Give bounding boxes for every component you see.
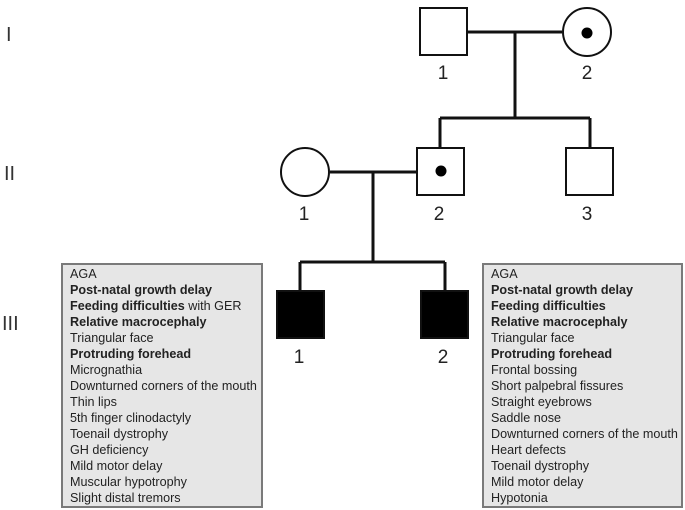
phenotype-item-text: Frontal bossing	[491, 363, 578, 377]
phenotype-item: Post-natal growth delay	[491, 282, 675, 298]
phenotype-item-text: AGA	[70, 267, 97, 281]
phenotype-item-text: Hypotonia	[491, 491, 548, 505]
phenotype-item: Downturned corners of the mouth	[491, 426, 678, 442]
phenotype-item: GH deficiency	[70, 442, 255, 458]
individual-label-I1: 1	[438, 63, 449, 84]
phenotype-item-text: Thin lips	[70, 395, 117, 409]
phenotype-item-text: GH deficiency	[70, 443, 149, 457]
female-symbol-II1	[280, 147, 330, 197]
phenotype-item-text: Muscular hypotrophy	[70, 475, 187, 489]
phenotype-item: Muscular hypotrophy	[70, 474, 255, 490]
affected-male-symbol-III2	[420, 290, 469, 339]
phenotype-item: Protruding forehead	[70, 346, 255, 362]
phenotype-item: Thin lips	[70, 394, 255, 410]
phenotype-item: Straight eyebrows	[491, 394, 675, 410]
carrier-dot-II2	[435, 165, 447, 177]
phenotype-item: Post-natal growth delay	[70, 282, 255, 298]
phenotype-item-text: Toenail dystrophy	[491, 459, 590, 473]
phenotype-item: Toenail dystrophy	[70, 426, 255, 442]
male-symbol-I1	[419, 7, 468, 56]
phenotype-item: Frontal bossing	[491, 362, 675, 378]
pedigree-lines	[298, 30, 592, 291]
phenotype-item: Heart defects	[491, 442, 675, 458]
phenotype-item: Slight distal tremors	[70, 490, 255, 506]
phenotype-item: Mild motor delay	[491, 474, 675, 490]
phenotype-item: Triangular face	[70, 330, 255, 346]
phenotype-item-text: Triangular face	[70, 331, 154, 345]
phenotype-item-text: Toenail dystrophy	[70, 427, 169, 441]
individual-label-II2: 2	[434, 204, 445, 225]
phenotype-item-bold: Post-natal growth delay	[70, 283, 213, 297]
phenotype-item: Saddle nose	[491, 410, 675, 426]
individual-label-II1: 1	[299, 204, 310, 225]
phenotype-item-text: Mild motor delay	[491, 475, 584, 489]
phenotype-item-text: Heart defects	[491, 443, 566, 457]
phenotype-item: Short palpebral fissures	[491, 378, 675, 394]
phenotype-item-bold: Feeding difficulties	[70, 299, 185, 313]
phenotype-item-text: Slight distal tremors	[70, 491, 181, 505]
phenotype-item: Mild motor delay	[70, 458, 255, 474]
phenotype-item: Protruding forehead	[491, 346, 675, 362]
phenotype-item-bold: Protruding forehead	[491, 347, 613, 361]
phenotype-item-bold: Post-natal growth delay	[491, 283, 634, 297]
phenotype-item: Relative macrocephaly	[491, 314, 675, 330]
phenotype-item-bold: Relative macrocephaly	[491, 315, 628, 329]
phenotype-item-text: Short palpebral fissures	[491, 379, 624, 393]
generation-label-3: III	[2, 313, 19, 335]
individual-label-III1: 1	[294, 347, 305, 368]
phenotype-item: AGA	[491, 266, 675, 282]
phenotype-item-text: Micrognathia	[70, 363, 143, 377]
carrier-dot-I2	[581, 27, 593, 39]
individual-label-III2: 2	[438, 347, 449, 368]
affected-male-symbol-III1	[276, 290, 325, 339]
phenotype-item: Relative macrocephaly	[70, 314, 255, 330]
phenotype-item-text: Downturned corners of the mouth	[70, 379, 257, 393]
phenotype-item: Downturned corners of the mouth	[70, 378, 257, 394]
phenotype-item-text: with GER	[184, 299, 242, 313]
generation-label-2: II	[4, 163, 15, 185]
phenotype-item-bold: Relative macrocephaly	[70, 315, 207, 329]
phenotype-item: Micrognathia	[70, 362, 255, 378]
individual-label-I2: 2	[582, 63, 593, 84]
phenotype-item-text: Straight eyebrows	[491, 395, 592, 409]
phenotype-item-text: Downturned corners of the mouth	[491, 427, 678, 441]
phenotype-item: Feeding difficulties with GER	[70, 298, 255, 314]
phenotype-item: Hypotonia	[491, 490, 675, 506]
male-symbol-II3	[565, 147, 614, 196]
phenotype-item-text: Saddle nose	[491, 411, 562, 425]
phenotype-item-bold: Protruding forehead	[70, 347, 192, 361]
phenotype-item-text: Mild motor delay	[70, 459, 163, 473]
phenotype-item-text: AGA	[491, 267, 518, 281]
phenotype-item-text: 5th finger clinodactyly	[70, 411, 192, 425]
phenotype-item: AGA	[70, 266, 255, 282]
phenotype-item: Toenail dystrophy	[491, 458, 675, 474]
phenotype-item: Triangular face	[491, 330, 675, 346]
phenotype-item-text: Triangular face	[491, 331, 575, 345]
individual-label-II3: 3	[582, 204, 593, 225]
phenotype-item: Feeding difficulties	[491, 298, 675, 314]
phenotype-item-bold: Feeding difficulties	[491, 299, 606, 313]
phenotype-item: 5th finger clinodactyly	[70, 410, 255, 426]
generation-label-1: I	[6, 24, 12, 46]
